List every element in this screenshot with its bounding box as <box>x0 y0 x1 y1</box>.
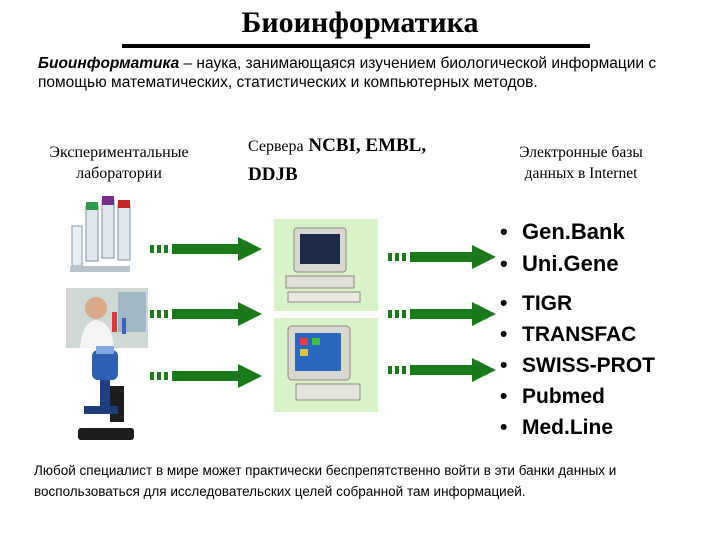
arrow-right-icon <box>150 302 262 326</box>
labs-heading: Экспериментальные лаборатории <box>49 144 189 182</box>
list-item: •TRANSFAC <box>500 323 637 346</box>
intro-paragraph: Биоинформатика – наука, занимающаяся изу… <box>38 54 678 92</box>
arrow-right-icon <box>150 364 262 388</box>
list-item: •Uni.Gene <box>500 251 619 276</box>
servers-names: NCBI, EMBL, DDJB <box>248 135 427 185</box>
servers-heading: Сервера NCBI, EMBL, DDJB <box>248 132 428 189</box>
arrow-right-icon <box>150 237 262 261</box>
footer-paragraph: Любой специалист в мире может практическ… <box>34 463 617 499</box>
title-underline <box>122 44 590 48</box>
intro-term: Биоинформатика <box>38 55 180 72</box>
list-item: •Pubmed <box>500 385 605 408</box>
scientist-photo-icon <box>66 288 148 348</box>
databases-heading: Электронные базы данных в Internet <box>519 144 643 182</box>
intro-definition: – наука, занимающаяся изучением биологич… <box>38 55 657 91</box>
servers-prefix: Сервера <box>248 138 304 155</box>
computer-icon <box>285 227 361 303</box>
list-item: •Gen.Bank <box>500 219 625 244</box>
database-list: •Gen.Bank •Uni.Gene •TIGR •TRANSFAC •SWI… <box>500 216 655 443</box>
computer-icon <box>287 325 361 401</box>
list-item: •TIGR <box>500 292 573 315</box>
slide-title: Биоинформатика <box>241 6 479 39</box>
list-item: •Med.Line <box>500 416 614 439</box>
microscope-icon <box>78 346 134 440</box>
arrow-right-icon <box>388 245 496 269</box>
list-item: •SWISS-PROT <box>500 354 656 377</box>
arrow-right-icon <box>388 358 496 382</box>
arrow-right-icon <box>388 302 496 326</box>
test-tubes-icon <box>70 196 131 272</box>
